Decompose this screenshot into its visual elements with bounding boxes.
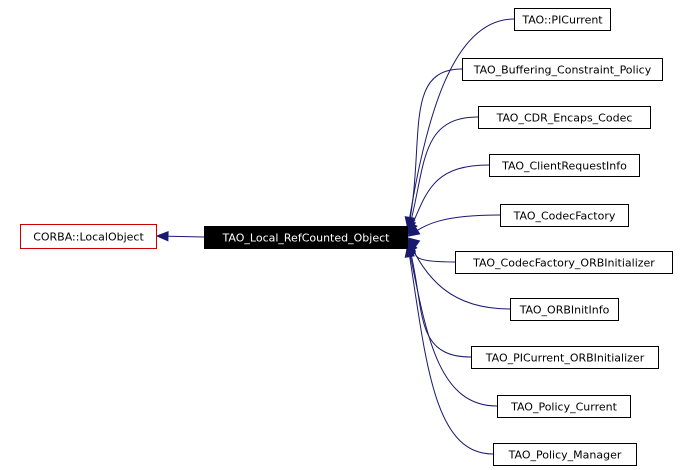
node-label: TAO_CDR_Encaps_Codec (496, 112, 633, 125)
edges-layer (155, 18, 515, 455)
node-box (455, 251, 673, 274)
node-tao-picurrent[interactable]: TAO::PICurrent (514, 8, 611, 31)
node-box (462, 58, 663, 81)
node-label: TAO_PICurrent_ORBInitializer (485, 352, 645, 365)
node-tao-orbinitinfo[interactable]: TAO_ORBInitInfo (510, 298, 619, 321)
node-label: TAO_CodecFactory (513, 210, 616, 223)
node-box (497, 395, 631, 418)
node-label: TAO_Local_RefCounted_Object (222, 232, 391, 245)
node-tao-cdr-encaps-codec[interactable]: TAO_CDR_Encaps_Codec (478, 106, 651, 129)
edge-tao-policy-manager (407, 245, 494, 455)
node-box (510, 298, 619, 321)
node-box (493, 443, 637, 466)
node-tao-local-refcounted-object[interactable]: TAO_Local_RefCounted_Object (204, 226, 408, 249)
edge-tao-cdr-encaps-codec (407, 116, 479, 233)
edge-tao-policy-current (407, 243, 498, 407)
nodes-layer: CORBA::LocalObject TAO_Local_RefCounted_O… (20, 8, 673, 466)
node-label: TAO::PICurrent (521, 14, 603, 27)
arrowhead-tao-codecfactory (406, 225, 421, 237)
node-corba-localobject[interactable]: CORBA::LocalObject (20, 224, 157, 249)
node-tao-codecfactory[interactable]: TAO_CodecFactory (500, 204, 629, 227)
node-tao-clientrequestinfo[interactable]: TAO_ClientRequestInfo (489, 154, 640, 177)
node-tao-buffering-constraint-policy[interactable]: TAO_Buffering_Constraint_Policy (462, 58, 663, 81)
edge-tao-picurrent (407, 18, 515, 229)
edge-tao-picurrent-orbinitializer (407, 241, 472, 358)
node-label: TAO_Buffering_Constraint_Policy (473, 64, 652, 77)
node-tao-policy-manager[interactable]: TAO_Policy_Manager (493, 443, 637, 466)
arrowhead-base (155, 231, 169, 242)
edge-tao-buffering-constraint-policy (407, 68, 463, 231)
node-box (204, 226, 408, 249)
node-tao-picurrent-orbinitializer[interactable]: TAO_PICurrent_ORBInitializer (471, 346, 659, 369)
node-box (500, 204, 629, 227)
node-box (20, 224, 157, 249)
node-label: TAO_ClientRequestInfo (501, 160, 627, 173)
node-box (478, 106, 651, 129)
node-label: TAO_ORBInitInfo (519, 304, 610, 317)
edge-tao-clientrequestinfo (407, 164, 490, 235)
node-box (471, 346, 659, 369)
node-tao-policy-current[interactable]: TAO_Policy_Current (497, 395, 631, 418)
node-label: CORBA::LocalObject (33, 231, 144, 244)
edge-tao-codecfactory (407, 214, 501, 237)
node-box (514, 8, 611, 31)
node-label: TAO_CodecFactory_ORBInitializer (472, 257, 655, 270)
node-label: TAO_Policy_Manager (508, 449, 622, 462)
node-label: TAO_Policy_Current (510, 401, 617, 414)
node-box (489, 154, 640, 177)
node-tao-codecfactory-orbinitializer[interactable]: TAO_CodecFactory_ORBInitializer (455, 251, 673, 274)
edge-tao-orbinitinfo (407, 239, 511, 310)
